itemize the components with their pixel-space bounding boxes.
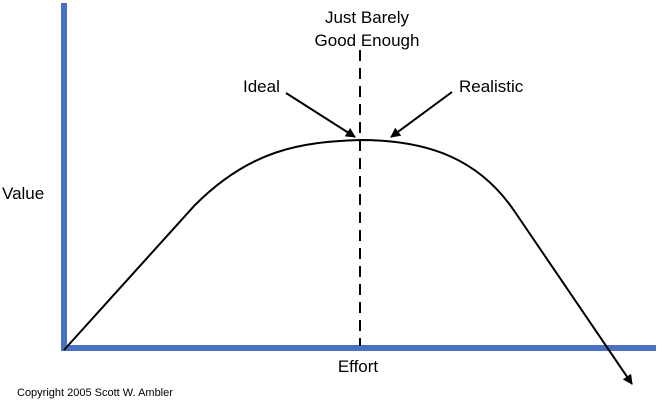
realistic-arrow <box>390 91 453 138</box>
top-label-line2: Good Enough <box>315 31 420 50</box>
realistic-label: Realistic <box>459 77 524 96</box>
y-axis-label: Value <box>2 184 44 203</box>
copyright-text: Copyright 2005 Scott W. Ambler <box>17 387 173 399</box>
top-label-line1: Just Barely <box>325 8 410 27</box>
ideal-label: Ideal <box>243 77 280 96</box>
x-axis-label: Effort <box>338 357 379 376</box>
ideal-arrow <box>285 92 356 138</box>
